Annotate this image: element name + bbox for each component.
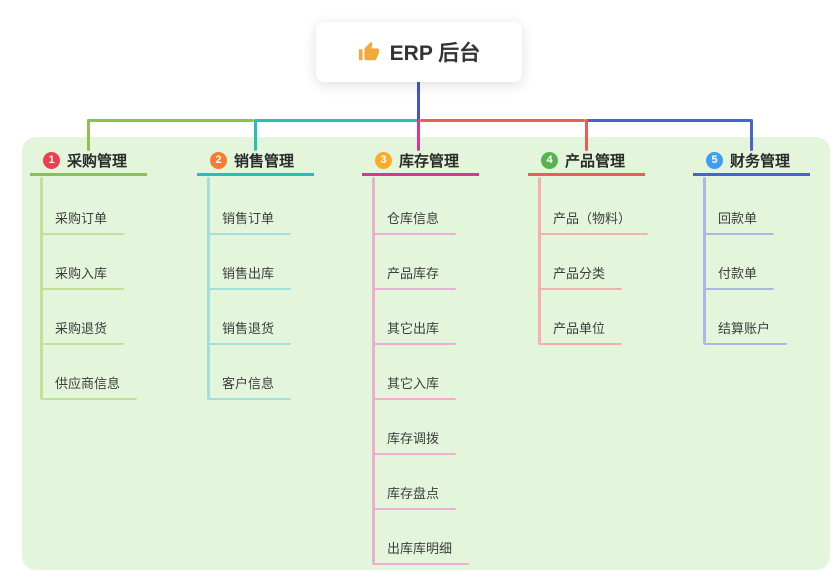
child-node[interactable]: 采购退货 [40, 321, 125, 345]
child-node[interactable]: 销售出库 [207, 266, 292, 290]
child-node[interactable]: 付款单 [703, 266, 775, 290]
child-node[interactable]: 库存调拨 [372, 431, 457, 455]
connector-drop-branch-2 [254, 119, 257, 151]
thumbs-up-icon [358, 41, 379, 61]
child-node[interactable]: 客户信息 [207, 376, 292, 400]
branch-node-inventory[interactable]: 3 库存管理 [362, 148, 479, 176]
branch-number-badge: 5 [706, 152, 723, 169]
branch-node-purchase[interactable]: 1 采购管理 [30, 148, 147, 176]
branch-number-badge: 4 [541, 152, 558, 169]
child-node[interactable]: 销售订单 [207, 211, 292, 235]
branch-label: 销售管理 [234, 153, 295, 170]
child-node[interactable]: 仓库信息 [372, 211, 457, 235]
connector-top-branch-1 [87, 119, 254, 122]
connector-top-branch-4 [420, 119, 585, 122]
child-node[interactable]: 其它入库 [372, 376, 457, 400]
branch-node-product[interactable]: 4 产品管理 [528, 148, 645, 176]
child-node[interactable]: 出库库明细 [372, 541, 470, 565]
child-node[interactable]: 采购订单 [40, 211, 125, 235]
connector-drop-branch-5 [750, 119, 753, 151]
branch-number-badge: 2 [210, 152, 227, 169]
branch-label: 产品管理 [565, 153, 626, 170]
connector-drop-branch-4 [585, 119, 588, 151]
branch-label: 财务管理 [730, 153, 791, 170]
branch-number-badge: 3 [375, 152, 392, 169]
child-node[interactable]: 产品（物料） [538, 211, 649, 235]
child-node[interactable]: 结算账户 [703, 321, 788, 345]
connector-top-branch-2 [254, 119, 418, 122]
root-node[interactable]: ERP 后台 [316, 22, 522, 82]
connector-children-branch-5 [703, 177, 706, 343]
branch-label: 库存管理 [399, 153, 460, 170]
connector-drop-branch-1 [87, 119, 90, 151]
connector-children-branch-3 [372, 177, 375, 563]
child-node[interactable]: 产品分类 [538, 266, 623, 290]
child-node[interactable]: 其它出库 [372, 321, 457, 345]
branch-number-badge: 1 [43, 152, 60, 169]
child-node[interactable]: 回款单 [703, 211, 775, 235]
branch-node-finance[interactable]: 5 财务管理 [693, 148, 810, 176]
root-label: ERP 后台 [389, 42, 481, 65]
child-node[interactable]: 采购入库 [40, 266, 125, 290]
connector-top-branch-5 [585, 119, 751, 122]
connector-drop-branch-3 [417, 119, 420, 151]
child-node[interactable]: 供应商信息 [40, 376, 138, 400]
root-connector [417, 81, 420, 121]
child-node[interactable]: 产品库存 [372, 266, 457, 290]
connector-children-branch-4 [538, 177, 541, 343]
branch-label: 采购管理 [67, 153, 128, 170]
child-node[interactable]: 销售退货 [207, 321, 292, 345]
branch-node-sales[interactable]: 2 销售管理 [197, 148, 314, 176]
mindmap-background [22, 137, 830, 570]
child-node[interactable]: 库存盘点 [372, 486, 457, 510]
child-node[interactable]: 产品单位 [538, 321, 623, 345]
